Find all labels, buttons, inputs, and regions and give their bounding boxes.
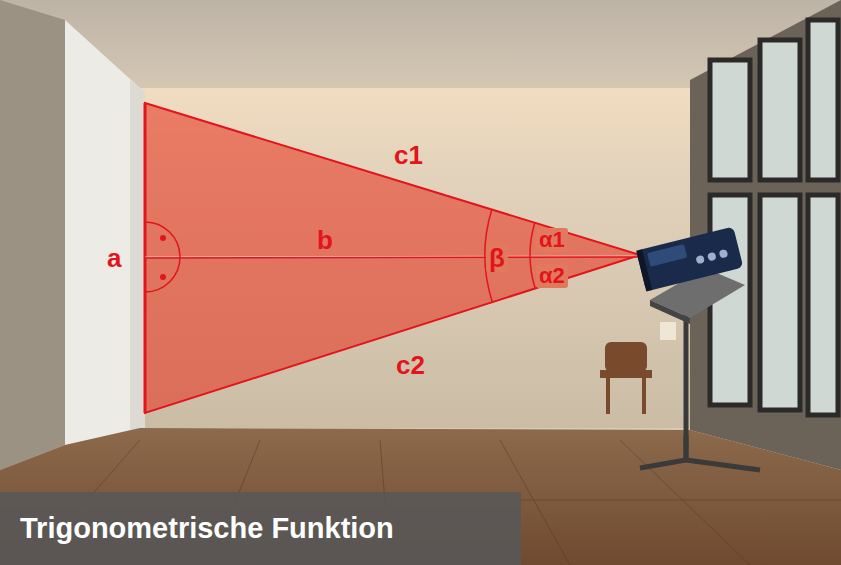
dimension-label: a	[104, 244, 124, 272]
dimension-label: b	[314, 226, 336, 254]
dimension-label: c1	[391, 141, 426, 169]
caption-text: Trigonometrische Funktion	[0, 492, 521, 565]
dimension-label: α1	[536, 228, 568, 252]
dimension-label: c2	[393, 351, 428, 379]
dimension-label: β	[486, 244, 508, 272]
caption-banner: Trigonometrische Funktion	[0, 492, 521, 565]
dimension-label: α2	[536, 264, 568, 288]
